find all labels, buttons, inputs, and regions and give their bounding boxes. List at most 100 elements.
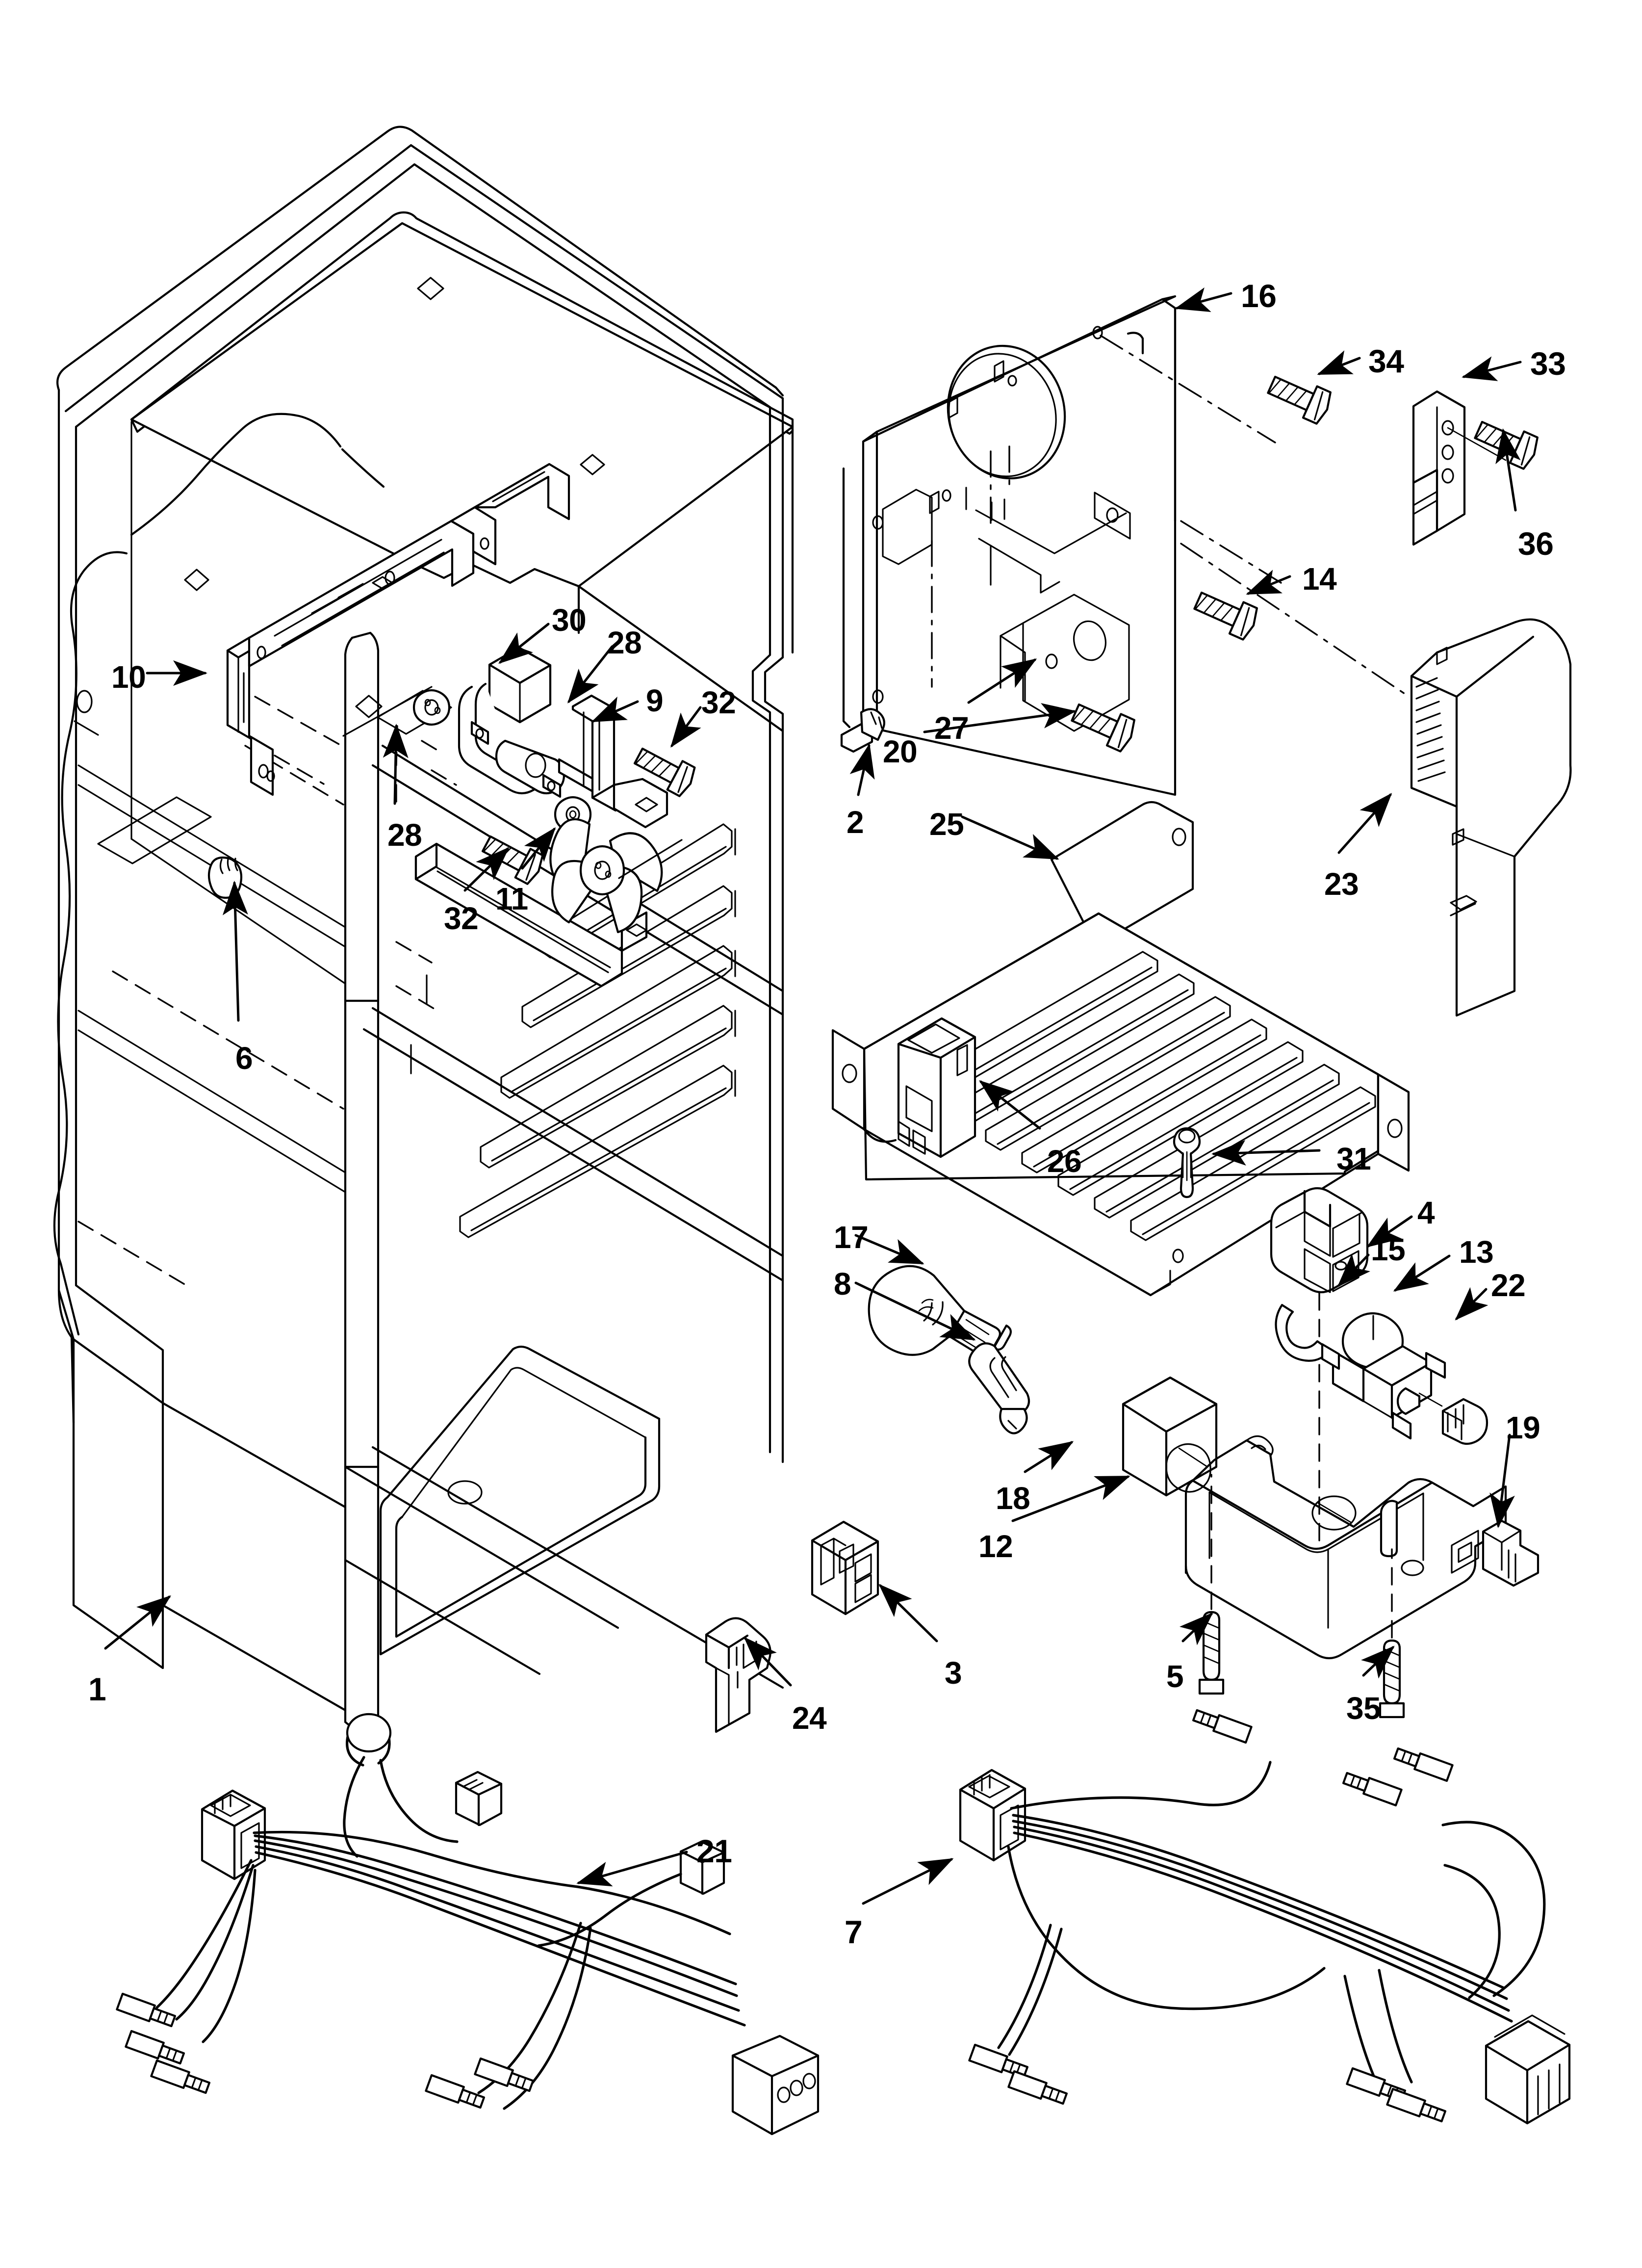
callout-terminal-clip: 19 (1506, 1410, 1540, 1445)
vented-side-cover (1410, 618, 1572, 1017)
callout-compressor-divider-panel: 16 (1241, 278, 1277, 314)
plug-connector (455, 1771, 503, 1826)
callout-thermostat-clip: 15 (1371, 1232, 1406, 1267)
receptacle-connector (731, 2034, 820, 2136)
leader-grille-push-pin (1211, 1140, 1321, 1166)
thermostat-capsule (1321, 1312, 1446, 1440)
evaporator-mount-bracket (226, 463, 570, 796)
leader-drain-tube-housing (1024, 1441, 1074, 1473)
callout-push-in-retainer-pin: 2 (847, 805, 864, 840)
junction-block (897, 1017, 976, 1158)
leader-vented-side-cover (1337, 793, 1392, 854)
evaporator-fan-motor (458, 646, 595, 798)
leader-fan-motor-grommet (567, 645, 614, 704)
leader-base-grille-panel (961, 815, 1059, 860)
callout-leader-lines (104, 287, 1522, 1905)
leader-thermostat-clip (1337, 1253, 1370, 1287)
push-in-retainer-pin (840, 708, 886, 753)
callout-fan-mount-screw-upper: 32 (701, 685, 736, 720)
callout-drain-trough-bracket: 12 (978, 1529, 1013, 1564)
callout-hex-head-screw: 20 (883, 734, 918, 769)
spade-terminal (425, 2074, 486, 2109)
leader-hinge-bracket-screw (1495, 428, 1521, 512)
light-socket (968, 1342, 1030, 1434)
callout-cabinet-liner: 1 (88, 1671, 106, 1707)
leader-push-in-retainer-pin (849, 743, 875, 796)
compressor-divider-panel (842, 295, 1409, 796)
spade-terminal (1342, 1772, 1403, 1807)
leader-mounting-screw (1246, 570, 1291, 595)
wire-connector-block-3 (811, 1520, 879, 1616)
terminal-cap-22 (1441, 1398, 1488, 1445)
callout-evaporator-fan-motor: 30 (552, 602, 587, 638)
spade-terminal (474, 2057, 535, 2092)
fan-blade (549, 818, 683, 934)
callout-drain-tube-housing: 18 (996, 1481, 1030, 1516)
callout-pan-retaining-screw: 35 (1346, 1691, 1381, 1726)
leader-drain-trough-bracket (1011, 1475, 1130, 1522)
callout-grille-push-pin: 31 (1336, 1141, 1371, 1176)
hex-head-screw-20 (1071, 703, 1135, 753)
drain-pan-screw-5 (1198, 1474, 1225, 1695)
callout-plug-button: 6 (235, 1041, 253, 1076)
leader-compressor-divider-panel (1175, 287, 1232, 312)
callout-mounting-screw: 14 (1302, 561, 1337, 597)
spade-terminal (1192, 1709, 1253, 1744)
cabinet-liner-assembly (53, 126, 794, 1729)
pan-retaining-screw-35 (1379, 1548, 1405, 1719)
callout-terminal-cap: 22 (1491, 1268, 1526, 1303)
mounting-screw-14 (1193, 591, 1258, 641)
leader-hex-head-screw (923, 703, 1077, 733)
callout-evaporator-mount-bracket: 10 (111, 659, 146, 695)
drain-tube-housing (1122, 1376, 1218, 1497)
leader-junction-block (979, 1080, 1041, 1130)
callout-fan-motor-grommet: 28 (607, 625, 642, 660)
spade-terminal (1393, 1747, 1454, 1782)
leader-pan-retaining-screw (1360, 1645, 1395, 1679)
leader-relay-overload-cover (1366, 1215, 1413, 1248)
leader-thermostat-capsule (1393, 1254, 1451, 1292)
callout-base-grille-panel: 25 (929, 807, 964, 842)
callout-relay-overload-cover: 4 (1417, 1195, 1435, 1230)
callout-hinge-reinforcement-bracket: 33 (1530, 345, 1566, 382)
secondary-wiring-harness (116, 1713, 820, 2136)
liner-shelf-rails (410, 823, 736, 1238)
callout-light-socket: 8 (834, 1266, 851, 1302)
spade-terminal (125, 2030, 185, 2065)
hinge-reinforcement-bracket (1412, 390, 1507, 546)
leader-secondary-wiring-harness (576, 1851, 688, 1887)
leader-access-port-flange (967, 658, 1037, 704)
leader-drain-pan-screw (1179, 1612, 1213, 1645)
callout-fan-mount-screw-lower: 32 (444, 901, 479, 936)
terminal-clip-19 (1482, 1519, 1539, 1587)
leader-bracket-screw (1317, 350, 1361, 375)
leader-main-wiring-harness (862, 1858, 954, 1905)
callout-drain-pan-screw: 5 (1166, 1659, 1184, 1694)
callout-secondary-wiring-harness: 21 (696, 1833, 732, 1869)
bracket-screw-34 (1267, 375, 1332, 425)
callout-vented-side-cover: 23 (1324, 866, 1359, 902)
spade-terminal (1007, 2070, 1068, 2105)
callout-fan-shroud-bracket: 9 (646, 683, 664, 718)
leader-terminal-cap (1455, 1287, 1488, 1321)
callout-access-port-flange: 27 (934, 710, 969, 746)
spade-terminal (1386, 2087, 1447, 2123)
plug-button (207, 856, 243, 899)
grille-push-pin (1173, 1127, 1201, 1199)
leader-terminal-housing (744, 1637, 792, 1687)
leader-fan-mount-screw-lower (463, 847, 510, 892)
main-wiring-harness (959, 1709, 1571, 2125)
callout-fan-blade: 11 (495, 881, 528, 916)
receptacle-connector (1485, 2014, 1571, 2125)
callout-wire-connector-block: 3 (945, 1655, 962, 1691)
leader-fan-blade (521, 827, 556, 870)
leader-light-socket (854, 1281, 976, 1341)
leader-fan-motor-grommet-lower (383, 724, 409, 805)
callout-terminal-housing: 24 (792, 1700, 827, 1736)
spade-terminal (150, 2059, 211, 2094)
callout-junction-block: 26 (1047, 1144, 1082, 1179)
leader-wire-connector-block (878, 1584, 938, 1642)
callout-main-wiring-harness: 7 (845, 1914, 863, 1950)
plug-connector (679, 1840, 725, 1895)
